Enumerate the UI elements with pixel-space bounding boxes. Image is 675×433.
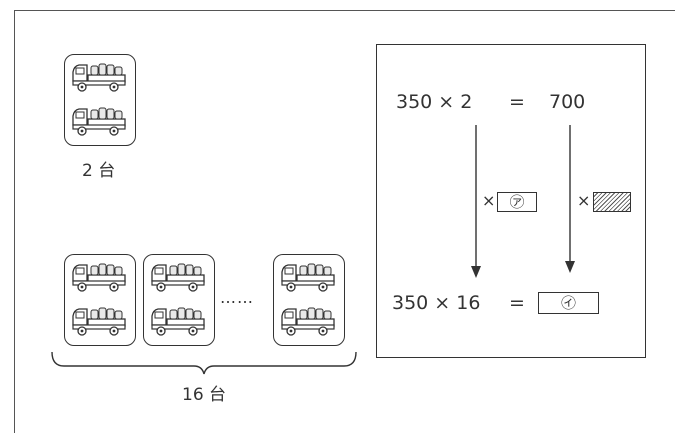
blank-box-i: ㋑ [538,292,599,314]
small-group-label: 2 台 [82,161,116,181]
truck-group-2 [64,54,136,146]
group-brace [51,351,357,375]
left-multiply-sign: × [482,191,496,210]
right-multiply-sign: × [577,191,591,210]
left-down-arrow [471,125,481,278]
hatched-box [593,192,631,212]
row1-equals: = [509,91,525,113]
row1-result: 700 [549,91,586,113]
large-group-label: 16 台 [182,385,227,405]
row2-expression: 350 × 16 [392,292,481,314]
truck-group-last [273,254,345,346]
frame-left-border [14,10,15,433]
calculation-box [376,44,646,358]
truck-group-first [64,254,136,346]
blank-box-a: ㋐ [497,192,537,212]
right-down-arrow [565,125,575,273]
frame-top-border [14,10,675,11]
truck-group-second [143,254,215,346]
ellipsis: …… [220,288,254,307]
row1-expression: 350 × 2 [396,91,473,113]
row2-equals: = [509,292,525,314]
